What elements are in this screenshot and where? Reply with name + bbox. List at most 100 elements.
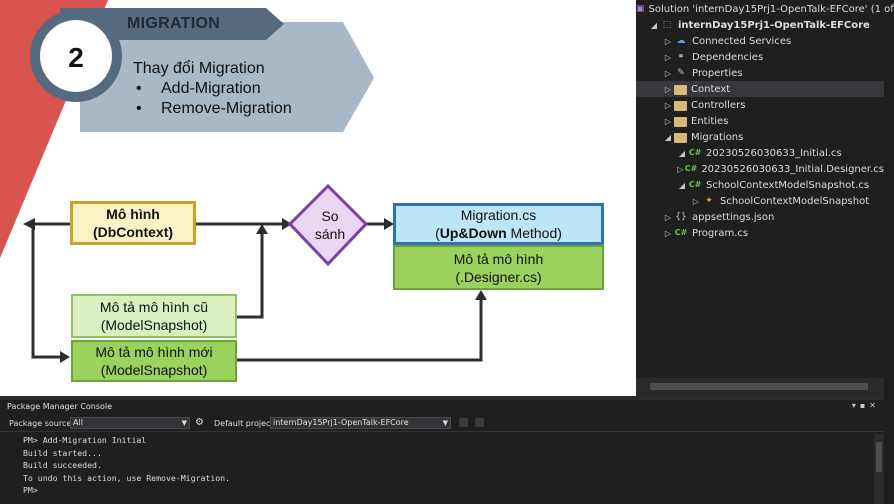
tree-item[interactable]: ◢C#20230526030633_Initial.cs	[636, 145, 884, 161]
designer-cs-box: Mô tả mô hình (.Designer.cs)	[393, 245, 604, 290]
bullet-item: •Remove-Migration	[136, 100, 292, 117]
tree-item[interactable]: ▷ Controllers	[636, 97, 884, 113]
tree-item[interactable]: ▷{} appsettings.json	[636, 209, 884, 225]
tree-item[interactable]: ▷C#20230526030633_Initial.Designer.cs	[636, 161, 884, 177]
chevron-collapsed-icon[interactable]: ▷	[664, 116, 672, 126]
chevron-collapsed-icon[interactable]: ▷	[664, 84, 672, 94]
chevron-expanded-icon[interactable]: ◢	[678, 148, 686, 158]
tree-item[interactable]: ▷ ☁ Connected Services	[636, 33, 884, 49]
default-project-label: Default project:	[214, 419, 277, 428]
chevron-expanded-icon[interactable]: ◢	[664, 132, 672, 142]
csharp-file-icon: C#	[684, 164, 698, 173]
class-icon: ✦	[705, 196, 713, 206]
tree-item[interactable]: ▷✦SchoolContextModelSnapshot	[636, 193, 884, 209]
solution-root[interactable]: ▣ Solution 'internDay15Prj1-OpenTalk-EFC…	[636, 3, 894, 15]
tree-item-label: Context	[691, 83, 731, 95]
console-line: PM> Add-Migration Initial	[23, 435, 147, 445]
dependencies-icon: ⚭	[677, 52, 685, 62]
project-icon: ⬚	[662, 20, 672, 30]
tree-item[interactable]: ▷ ✎ Properties	[636, 65, 884, 81]
console-window-controls[interactable]: ▾▪✕	[852, 401, 880, 410]
tree-item-label: Controllers	[691, 99, 746, 111]
step-number: 2	[68, 42, 84, 73]
console-output[interactable]: PM> Add-Migration Initial Build started.…	[23, 434, 230, 497]
package-manager-console: Package Manager Console ▾▪✕ Package sour…	[0, 396, 884, 504]
head-compare	[282, 218, 292, 230]
tree-item[interactable]: ◢ ⬚ internDay15Prj1-OpenTalk-EFCore	[636, 17, 884, 33]
tree-item-label: Properties	[692, 67, 743, 79]
chevron-expanded-icon[interactable]: ◢	[650, 20, 658, 30]
bullet-item: •Add-Migration	[136, 80, 261, 97]
console-line: PM>	[23, 485, 38, 495]
scrollbar-thumb[interactable]	[650, 383, 868, 390]
folder-icon	[674, 84, 687, 95]
flow-arrows	[31, 222, 483, 362]
chevron-collapsed-icon[interactable]: ▷	[677, 164, 684, 174]
slide-canvas: MIGRATION 2 Thay đổi Migration •Add-Migr…	[0, 0, 636, 396]
tree-item-label: SchoolContextModelSnapshot.cs	[706, 179, 870, 191]
tree-item-label: appsettings.json	[692, 211, 775, 223]
console-vertical-scrollbar[interactable]	[874, 434, 884, 504]
slide-subtitle: Thay đổi Migration	[133, 60, 265, 77]
chevron-expanded-icon[interactable]: ◢	[678, 180, 686, 190]
chevron-collapsed-icon[interactable]: ▷	[664, 36, 672, 46]
console-title: Package Manager Console	[7, 402, 113, 411]
arrow-new-snapshot-to-designer	[237, 298, 483, 362]
dropdown-icon[interactable]: ▾	[851, 401, 860, 410]
tree-item-label: Migrations	[691, 131, 744, 143]
slide-title: MIGRATION	[127, 15, 221, 32]
model-dbcontext-box: Mô hình (DbContext)	[70, 201, 196, 245]
solution-horizontal-scrollbar[interactable]	[636, 378, 884, 396]
tree-item[interactable]: ▷⚭Dependencies	[636, 49, 884, 65]
properties-icon: ✎	[677, 68, 685, 78]
default-project-select[interactable]: internDay15Prj1-OpenTalk-EFCore ▼	[270, 417, 451, 429]
chevron-collapsed-icon[interactable]: ▷	[664, 212, 672, 222]
arrow-model-to-new-snapshot	[31, 222, 70, 359]
csharp-file-icon: C#	[674, 228, 688, 237]
migration-cs-box: Migration.cs (Up&Down Method)	[393, 203, 604, 245]
tree-item-label: Connected Services	[692, 35, 792, 47]
tree-item-label: Program.cs	[692, 227, 749, 239]
csharp-file-icon: C#	[688, 148, 702, 157]
tree-item[interactable]: ◢ Migrations	[636, 129, 884, 145]
compare-label: So sánh	[314, 208, 346, 242]
tree-item-label: 20230526030633_Initial.Designer.cs	[701, 163, 884, 175]
chevron-collapsed-icon[interactable]: ▷	[664, 68, 672, 78]
arrow-heads	[23, 218, 487, 363]
stop-icon[interactable]	[475, 418, 484, 427]
solution-explorer: ▣ Solution 'internDay15Prj1-OpenTalk-EFC…	[636, 0, 894, 396]
console-line: Build succeeded.	[23, 460, 102, 470]
chevron-collapsed-icon[interactable]: ▷	[664, 228, 672, 238]
tree-item[interactable]: ▷C# Program.cs	[636, 225, 884, 241]
tree-item[interactable]: ▷ Entities	[636, 113, 884, 129]
close-icon[interactable]: ✕	[869, 401, 880, 410]
compare-diamond	[287, 183, 369, 267]
chevron-collapsed-icon[interactable]: ▷	[664, 100, 672, 110]
head-new-snapshot	[60, 351, 70, 363]
new-model-snapshot-box: Mô tả mô hình mới (ModelSnapshot)	[71, 340, 237, 382]
folder-icon	[674, 116, 687, 127]
console-toolbar: Package source: All ▼ ⚙ Default project:…	[0, 414, 884, 432]
chevron-down-icon: ▼	[181, 419, 187, 427]
json-file-icon: {}	[675, 212, 687, 222]
csharp-file-icon: C#	[688, 180, 702, 189]
tree-item-label: Entities	[691, 115, 729, 127]
clear-console-icon[interactable]	[459, 418, 468, 427]
settings-gear-icon[interactable]: ⚙	[195, 417, 204, 428]
console-line: To undo this action, use Remove-Migratio…	[23, 472, 231, 483]
tree-item[interactable]: ◢C# SchoolContextModelSnapshot.cs	[636, 177, 884, 193]
slide-background	[0, 0, 487, 363]
dark-band-decoration	[60, 8, 284, 40]
head-left-back	[23, 218, 35, 230]
pin-icon[interactable]: ▪	[859, 401, 870, 410]
chevron-collapsed-icon[interactable]: ▷	[692, 196, 700, 206]
tree-item-label: internDay15Prj1-OpenTalk-EFCore	[678, 19, 870, 31]
tree-item[interactable]: ▷ Context	[636, 81, 884, 97]
arrow-old-snapshot-to-compare	[237, 232, 264, 319]
head-migration	[384, 218, 394, 230]
old-model-snapshot-box: Mô tả mô hình cũ (ModelSnapshot)	[71, 294, 237, 338]
scrollbar-thumb[interactable]	[876, 442, 882, 472]
chevron-collapsed-icon[interactable]: ▷	[664, 52, 672, 62]
package-source-select[interactable]: All ▼	[70, 417, 190, 429]
connected-services-icon: ☁	[676, 36, 686, 46]
